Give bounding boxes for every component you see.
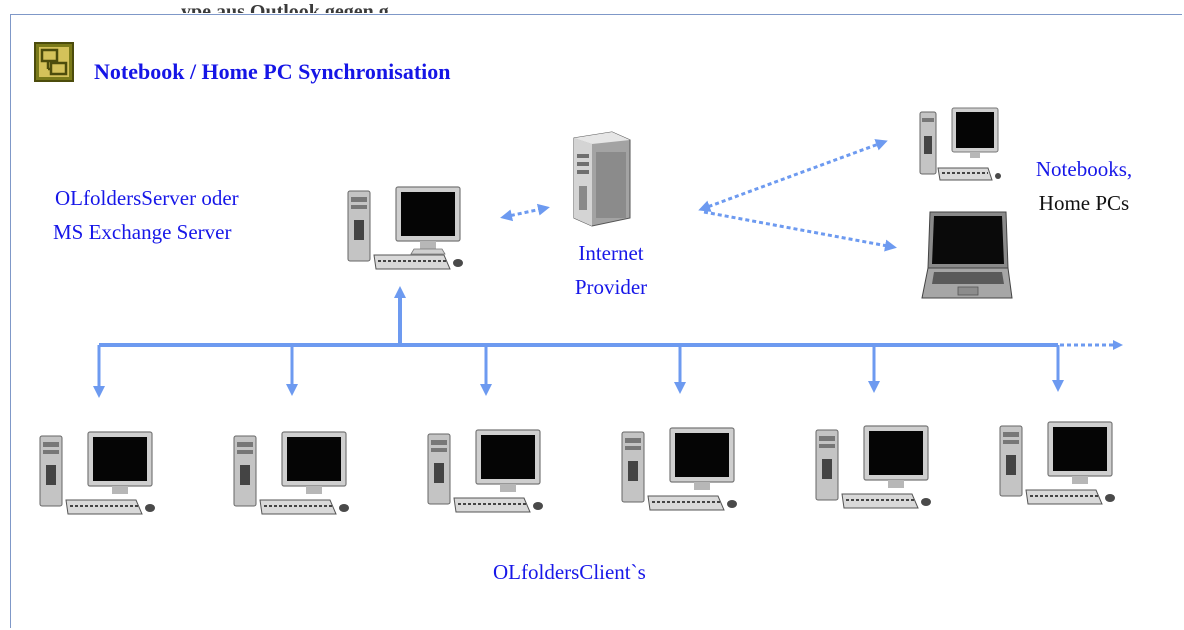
diagram-title: Notebook / Home PC Synchronisation bbox=[94, 59, 451, 84]
client-desktop-icon bbox=[39, 431, 155, 515]
server-label-line2: MS Exchange Server bbox=[53, 220, 232, 244]
server-label-line1: OLfoldersServer oder bbox=[55, 186, 239, 210]
provider-notebook-link bbox=[703, 210, 897, 252]
client-desktop-icon bbox=[815, 425, 931, 509]
client-desktop-icon bbox=[233, 431, 349, 515]
remote-desktop-icon bbox=[919, 107, 1001, 181]
provider-label: Internet Provider bbox=[551, 236, 671, 304]
remote-label-line2: Home PCs bbox=[1038, 191, 1130, 215]
remote-label-line1: Notebooks, bbox=[1035, 157, 1133, 181]
client-desktop-icon bbox=[427, 429, 543, 513]
cropped-heading-text: ype aus Outlook gegen g bbox=[181, 1, 389, 13]
server-provider-link bbox=[500, 203, 550, 222]
provider-label-line2: Provider bbox=[574, 275, 648, 299]
server-desktop-icon bbox=[347, 186, 463, 270]
tower-server-icon bbox=[573, 131, 631, 227]
clients-label: OLfoldersClient`s bbox=[493, 560, 646, 584]
diagram-frame: ype aus Outlook gegen g bbox=[10, 1, 1182, 628]
remote-label: Notebooks, Home PCs bbox=[1024, 152, 1144, 220]
synchronisation-logo-icon bbox=[34, 42, 74, 82]
provider-remote-desktop-link bbox=[698, 139, 888, 212]
provider-label-line1: Internet bbox=[578, 241, 644, 265]
client-desktop-icon bbox=[999, 421, 1115, 505]
client-desktop-icon bbox=[621, 427, 737, 511]
laptop-icon bbox=[921, 211, 1013, 299]
server-label: OLfoldersServer oder MS Exchange Server bbox=[53, 181, 239, 249]
